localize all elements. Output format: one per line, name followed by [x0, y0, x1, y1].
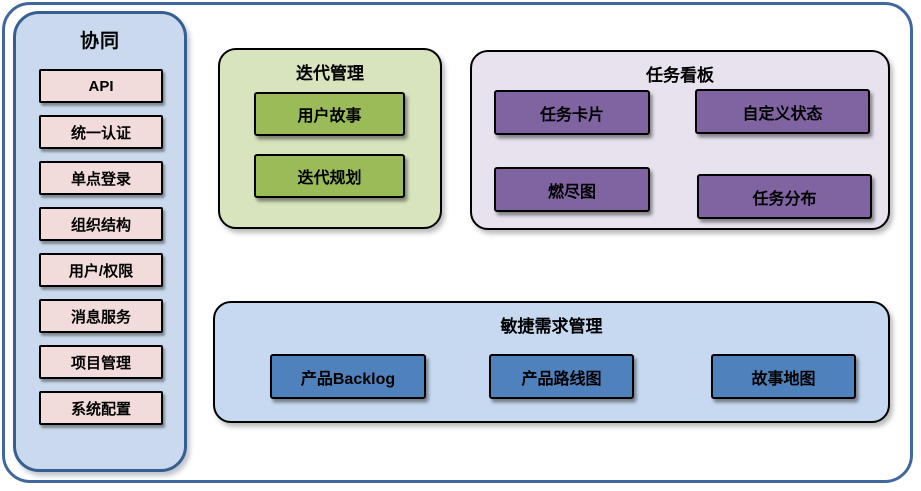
sidebar-item-api: API [39, 69, 163, 103]
sidebar-item-unified-auth: 统一认证 [39, 115, 163, 149]
sidebar-title: 协同 [79, 31, 120, 52]
item-task-card: 任务卡片 [494, 90, 650, 135]
sidebar-item-user-permission: 用户/权限 [39, 253, 163, 287]
item-product-backlog: 产品Backlog [270, 354, 426, 399]
sidebar-item-project-mgmt: 项目管理 [39, 345, 163, 379]
group-iteration-management: 迭代管理 用户故事 迭代规划 [218, 48, 442, 229]
item-iteration-planning: 迭代规划 [254, 154, 405, 198]
group-task-board: 任务看板 任务卡片 自定义状态 燃尽图 任务分布 [470, 50, 890, 230]
item-user-story: 用户故事 [254, 92, 405, 136]
sidebar-item-sso: 单点登录 [39, 161, 163, 195]
group-agile-requirements: 敏捷需求管理 产品Backlog 产品路线图 故事地图 [213, 301, 890, 423]
item-custom-status: 自定义状态 [695, 89, 870, 134]
group-task-board-title: 任务看板 [646, 66, 714, 85]
item-burndown-chart: 燃尽图 [494, 167, 650, 212]
sidebar-collaboration: 协同 API 统一认证 单点登录 组织结构 用户/权限 消息服务 项目管理 系统… [13, 11, 187, 472]
item-task-distribution: 任务分布 [697, 174, 872, 219]
sidebar-item-org-structure: 组织结构 [39, 207, 163, 241]
item-story-map: 故事地图 [711, 354, 856, 399]
sidebar-item-message-service: 消息服务 [39, 299, 163, 333]
group-agile-title: 敏捷需求管理 [500, 317, 603, 336]
group-iteration-title: 迭代管理 [296, 64, 364, 83]
sidebar-item-list: API 统一认证 单点登录 组织结构 用户/权限 消息服务 项目管理 系统配置 [39, 69, 163, 425]
item-product-roadmap: 产品路线图 [489, 354, 634, 399]
sidebar-item-system-config: 系统配置 [39, 391, 163, 425]
